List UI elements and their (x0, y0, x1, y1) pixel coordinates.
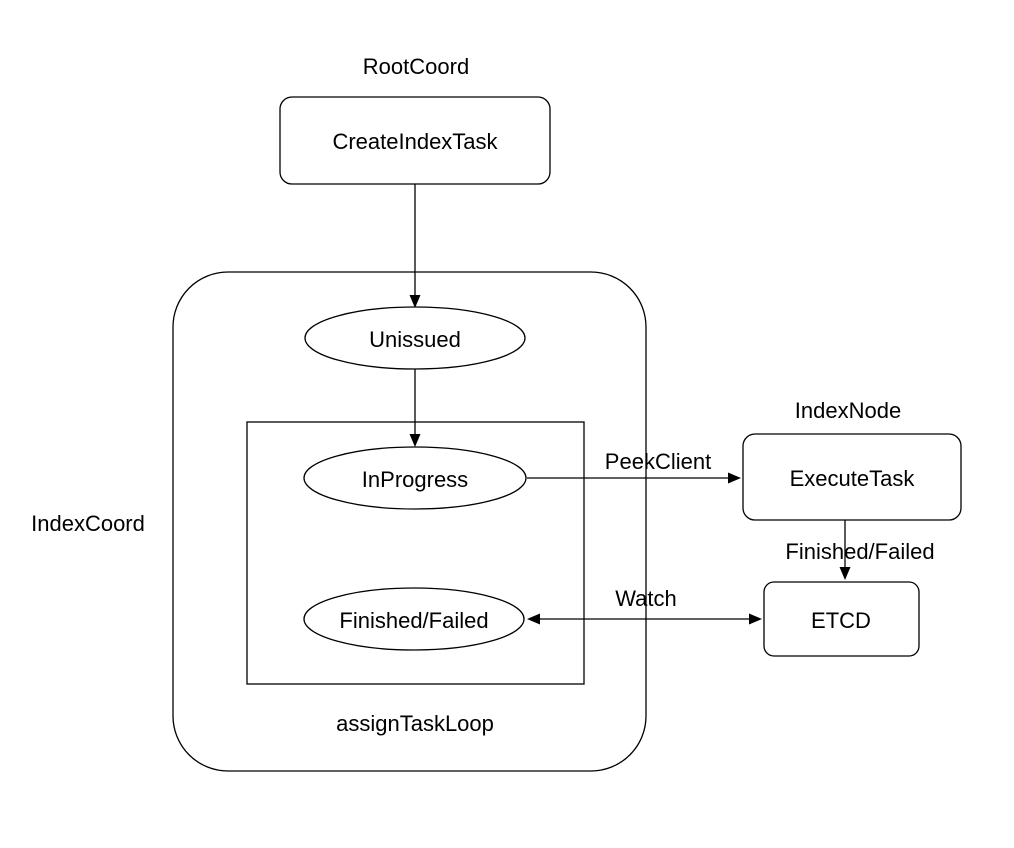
index-coord-container (172, 271, 647, 772)
label-finished-failed-edge: Finished/Failed (785, 539, 934, 564)
node-execute-task (742, 433, 962, 521)
node-execute-task-label: ExecuteTask (790, 466, 916, 491)
node-finished-failed (303, 587, 525, 651)
label-watch: Watch (615, 586, 677, 611)
node-etcd (763, 581, 920, 657)
arrowhead-right-executetask (728, 472, 741, 484)
arrowhead-right-etcd (749, 613, 762, 625)
arrowhead-down-unissued (409, 295, 421, 308)
label-peek-client: PeekClient (605, 449, 711, 474)
node-unissued (304, 306, 526, 370)
label-root-coord: RootCoord (363, 54, 469, 79)
label-index-node: IndexNode (795, 398, 901, 423)
node-in-progress-label: InProgress (362, 467, 468, 492)
label-index-coord: IndexCoord (31, 511, 145, 536)
arrowhead-down-inprogress (409, 434, 421, 447)
node-create-index-task (279, 96, 551, 185)
node-in-progress (303, 446, 527, 510)
node-etcd-label: ETCD (811, 608, 871, 633)
arrowhead-left-finishedfailed (527, 613, 540, 625)
node-create-index-task-label: CreateIndexTask (332, 129, 498, 154)
arrowhead-down-etcd (839, 567, 851, 580)
node-finished-failed-label: Finished/Failed (339, 608, 488, 633)
node-unissued-label: Unissued (369, 327, 461, 352)
label-assign-task-loop: assignTaskLoop (336, 711, 494, 736)
